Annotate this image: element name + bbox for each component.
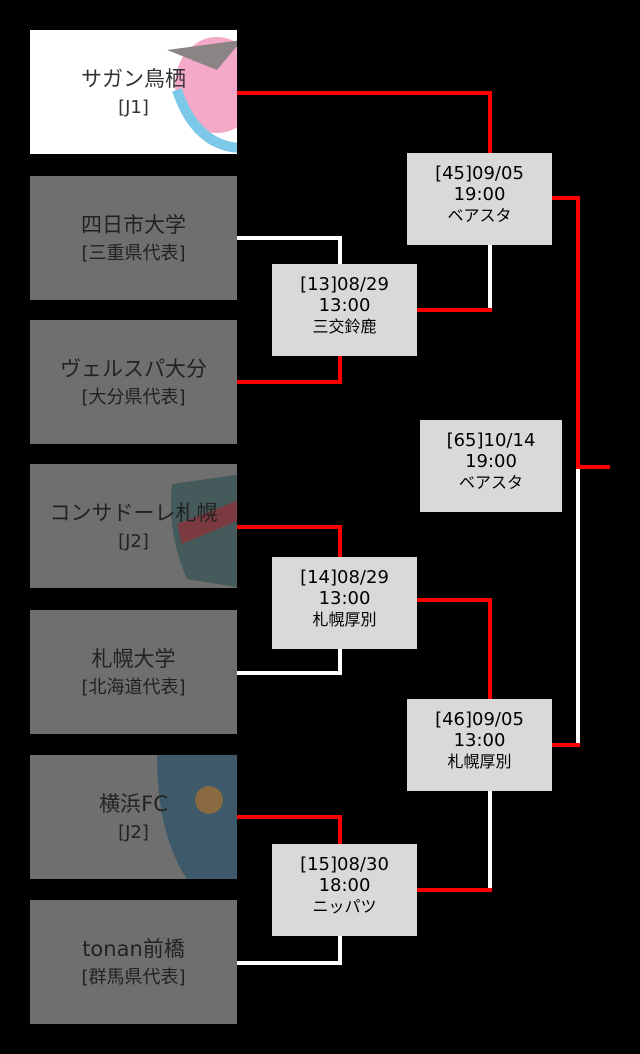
match-number-date: [46]09/05 bbox=[435, 709, 524, 730]
team-name: 横浜FC bbox=[99, 792, 168, 816]
bracket-line bbox=[338, 525, 342, 557]
match-15[interactable]: [15]08/30 18:00 ニッパツ bbox=[272, 844, 417, 936]
match-13[interactable]: [13]08/29 13:00 三交鈴鹿 bbox=[272, 264, 417, 356]
match-venue: 札幌厚別 bbox=[312, 610, 377, 629]
team-tonan-maebashi[interactable]: tonan前橋 [群馬県代表] bbox=[30, 900, 237, 1024]
bracket-line bbox=[237, 815, 342, 819]
team-sapporo-univ[interactable]: 札幌大学 [北海道代表] bbox=[30, 610, 237, 734]
bracket-line bbox=[417, 308, 492, 312]
match-45[interactable]: [45]09/05 19:00 ベアスタ bbox=[407, 153, 552, 245]
match-65[interactable]: [65]10/14 19:00 ベアスタ bbox=[420, 420, 562, 512]
team-league: [群馬県代表] bbox=[81, 967, 186, 988]
match-venue: 札幌厚別 bbox=[447, 752, 512, 771]
team-consadole-sapporo[interactable]: コンサドーレ札幌 [J2] bbox=[30, 464, 237, 588]
bracket-line bbox=[576, 469, 580, 747]
match-time: 13:00 bbox=[318, 588, 371, 609]
team-yokohama-fc[interactable]: 横浜FC [J2] bbox=[30, 755, 237, 879]
match-venue: ベアスタ bbox=[447, 206, 512, 225]
bracket-line bbox=[338, 356, 342, 384]
bracket-line bbox=[338, 815, 342, 844]
team-league: [北海道代表] bbox=[81, 677, 186, 698]
team-league: [J2] bbox=[118, 531, 149, 552]
team-sagan-tosu[interactable]: サガン鳥栖 [J1] bbox=[30, 30, 237, 154]
bracket-line bbox=[338, 936, 342, 965]
team-yokkaichi-univ[interactable]: 四日市大学 [三重県代表] bbox=[30, 176, 237, 300]
team-name: サガン鳥栖 bbox=[81, 67, 186, 91]
team-name: ヴェルスパ大分 bbox=[60, 357, 207, 381]
match-time: 18:00 bbox=[318, 875, 371, 896]
match-number-date: [14]08/29 bbox=[300, 567, 389, 588]
team-name: 四日市大学 bbox=[81, 213, 186, 237]
bracket-line bbox=[488, 91, 492, 153]
bracket-line bbox=[338, 646, 342, 675]
match-number-date: [13]08/29 bbox=[300, 274, 389, 295]
bracket-line bbox=[488, 244, 492, 310]
yokohama-fc-logo-icon bbox=[157, 755, 237, 879]
match-venue: ニッパツ bbox=[312, 897, 377, 916]
match-number-date: [45]09/05 bbox=[435, 163, 524, 184]
sagan-tosu-logo-icon bbox=[167, 37, 237, 153]
bracket-line bbox=[417, 598, 492, 602]
bracket-line bbox=[576, 196, 580, 469]
bracket-line bbox=[576, 465, 610, 469]
bracket-line bbox=[417, 888, 492, 892]
bracket-line bbox=[237, 961, 342, 965]
team-league: [三重県代表] bbox=[81, 243, 186, 264]
bracket-line bbox=[551, 743, 580, 747]
team-league: [J2] bbox=[118, 822, 149, 843]
match-venue: 三交鈴鹿 bbox=[312, 317, 377, 336]
bracket-line bbox=[237, 671, 342, 675]
match-time: 13:00 bbox=[318, 295, 371, 316]
match-venue: ベアスタ bbox=[458, 473, 523, 492]
match-46[interactable]: [46]09/05 13:00 札幌厚別 bbox=[407, 699, 552, 791]
bracket-line bbox=[237, 380, 342, 384]
bracket-line bbox=[237, 236, 342, 240]
bracket-line bbox=[237, 91, 492, 95]
consadole-logo-icon bbox=[171, 474, 237, 588]
match-14[interactable]: [14]08/29 13:00 札幌厚別 bbox=[272, 557, 417, 649]
team-verspah-oita[interactable]: ヴェルスパ大分 [大分県代表] bbox=[30, 320, 237, 444]
match-time: 19:00 bbox=[453, 184, 506, 205]
match-number-date: [65]10/14 bbox=[446, 430, 536, 451]
team-name: tonan前橋 bbox=[82, 937, 185, 961]
team-league: [大分県代表] bbox=[81, 387, 186, 408]
team-name: 札幌大学 bbox=[91, 647, 176, 671]
match-time: 19:00 bbox=[465, 451, 517, 472]
team-name: コンサドーレ札幌 bbox=[49, 501, 218, 525]
bracket-line bbox=[551, 196, 580, 200]
bracket-line bbox=[338, 236, 342, 264]
match-number-date: [15]08/30 bbox=[300, 854, 389, 875]
bracket-line bbox=[488, 791, 492, 890]
match-time: 13:00 bbox=[453, 730, 506, 751]
team-league: [J1] bbox=[118, 97, 149, 118]
bracket-line bbox=[237, 525, 342, 529]
bracket-line bbox=[488, 598, 492, 699]
